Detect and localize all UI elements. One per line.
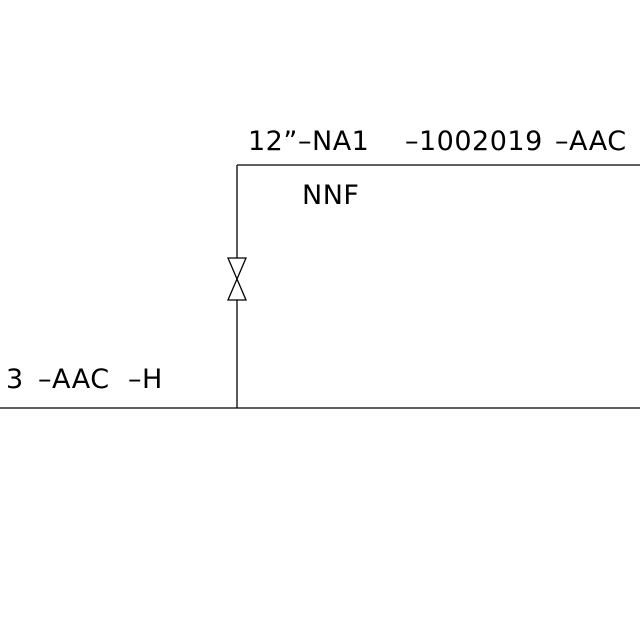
top-line-number: –1002019 <box>405 126 543 157</box>
top-line-spec: –AAC <box>555 126 627 157</box>
bottom-line-size: 3 <box>6 364 24 395</box>
top-line-tag: NNF <box>302 180 359 211</box>
top-line-service: –NA1 <box>298 126 369 157</box>
bottom-line-spec: –AAC <box>38 364 110 395</box>
top-line-size: 12” <box>248 126 298 157</box>
bottom-line-insulation: –H <box>128 364 163 395</box>
gate-valve-icon <box>227 257 247 301</box>
